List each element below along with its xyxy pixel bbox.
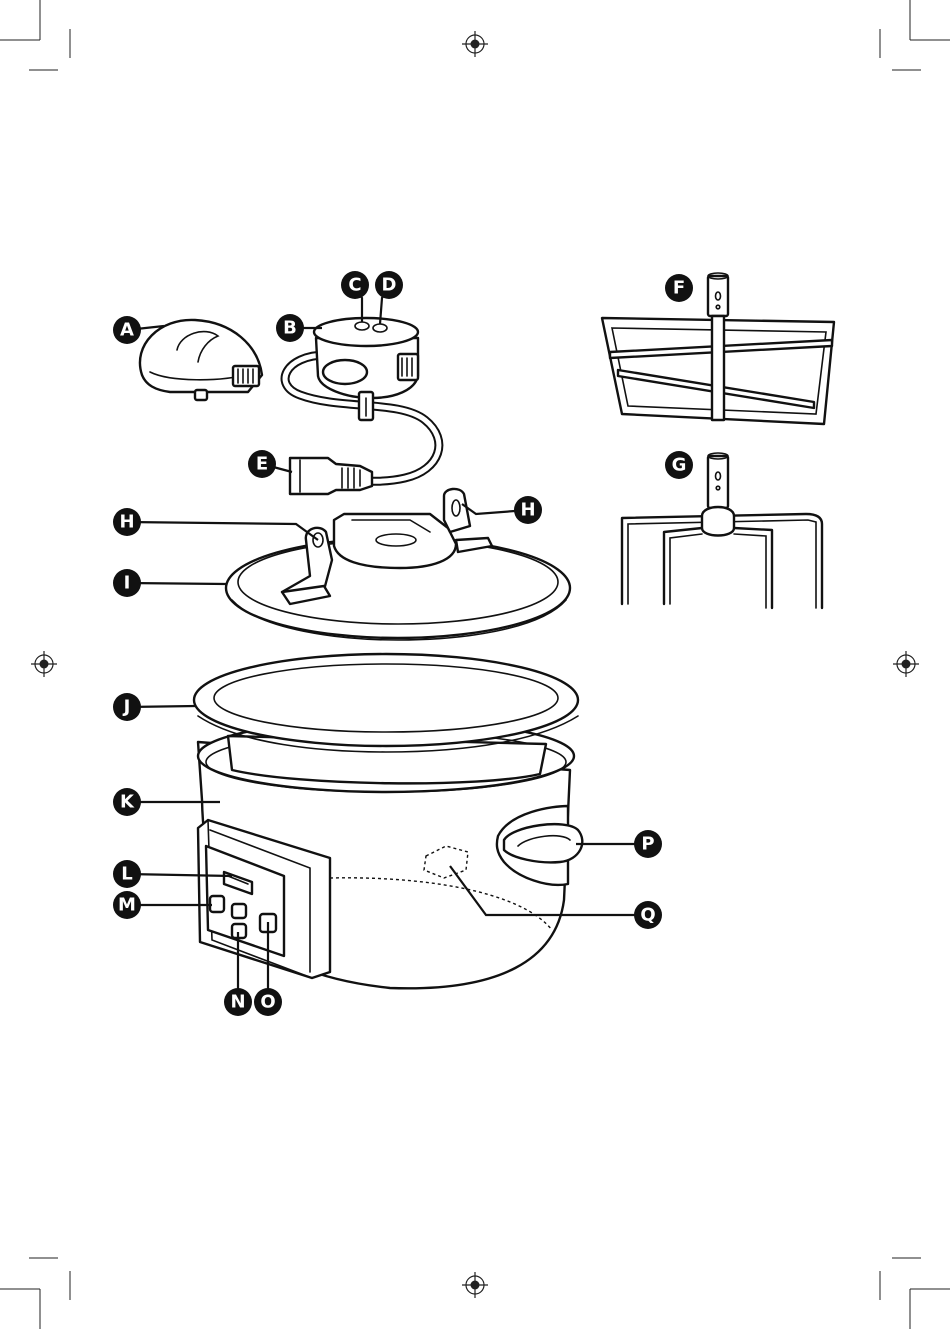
svg-text:N: N [230,992,245,1013]
callout-h-left: H [113,508,141,536]
callout-i: I [113,569,141,597]
svg-text:H: H [119,512,134,533]
registration-mark-top [462,31,488,57]
button-center [232,904,246,918]
callout-n: N [224,988,252,1016]
callout-g: G [665,451,693,479]
registration-mark-left [31,651,57,677]
callout-q: Q [634,901,662,929]
lid-clip-right [444,489,470,532]
callout-b: B [276,314,304,342]
svg-text:G: G [672,455,687,476]
callout-a: A [113,316,141,344]
callout-p: P [634,830,662,858]
callout-j: J [113,693,141,721]
callout-m: M [113,891,141,919]
svg-text:C: C [348,275,361,296]
power-plug-part [290,458,372,494]
svg-text:P: P [641,834,654,855]
svg-text:K: K [120,792,135,813]
stoneware-pot-part [194,654,578,783]
registration-mark-right [893,651,919,677]
svg-text:I: I [124,573,131,594]
svg-text:E: E [256,454,268,475]
callout-c: C [341,271,369,299]
svg-text:O: O [260,992,275,1013]
svg-text:L: L [121,864,132,885]
registration-mark-bottom [462,1272,488,1298]
callout-o: O [254,988,282,1016]
fork-stirrer-part [622,453,822,608]
glass-lid-part [226,514,570,640]
svg-text:D: D [382,275,397,296]
svg-text:A: A [120,320,134,341]
svg-text:F: F [673,278,685,299]
callout-f: F [665,274,693,302]
callout-h-right: H [514,496,542,524]
callout-e: E [248,450,276,478]
svg-text:H: H [520,500,535,521]
svg-text:J: J [122,697,131,718]
svg-text:B: B [283,318,297,339]
svg-text:M: M [118,895,136,916]
callout-d: D [375,271,403,299]
paddle-stirrer-part [602,273,834,424]
motor-cover-part [140,320,262,400]
svg-text:Q: Q [640,905,655,926]
callout-k: K [113,788,141,816]
button-m [210,896,224,912]
callout-l: L [113,860,141,888]
